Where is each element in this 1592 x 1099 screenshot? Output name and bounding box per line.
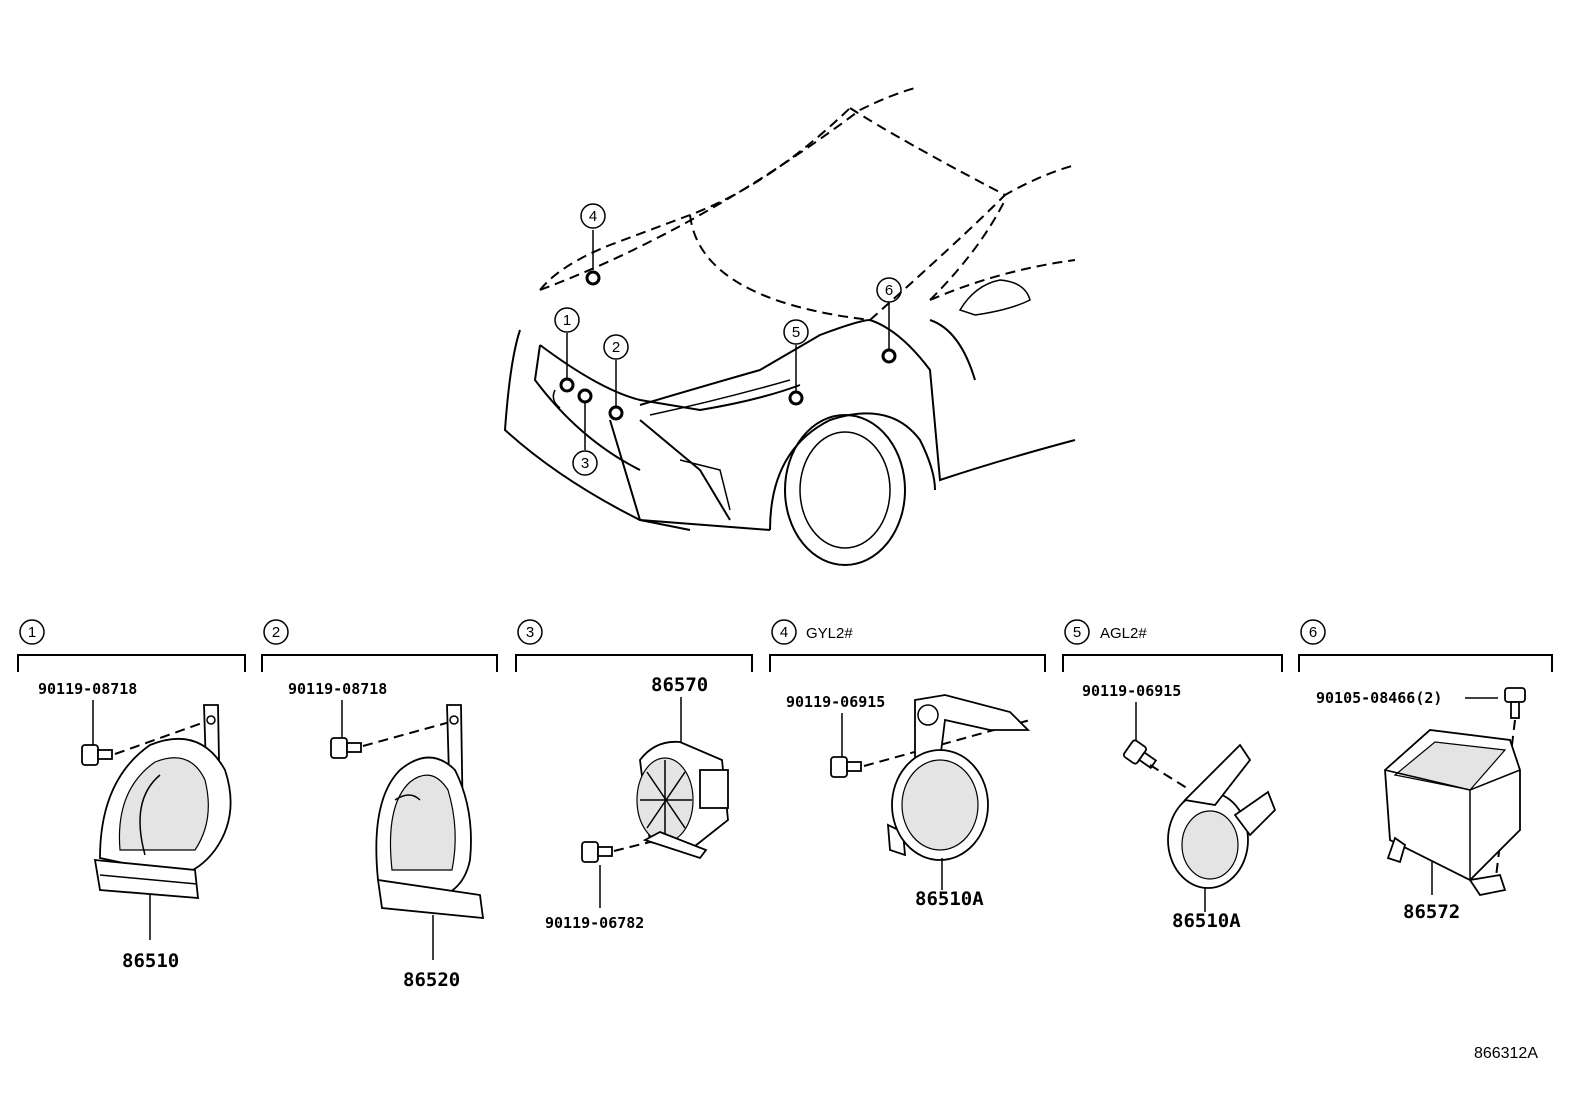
section-4-number: 4: [780, 624, 788, 641]
section-6-assembly: 90105-08466(2) 86572: [1316, 687, 1526, 923]
bolt-icon: [81, 744, 113, 766]
section-5-part-number: 86510A: [1172, 910, 1241, 932]
section-3-assembly: 86570 90119-06782: [545, 674, 729, 932]
callout-2-label: 2: [612, 339, 620, 356]
callout-6-label: 6: [885, 282, 893, 299]
bolt-icon: [330, 737, 362, 759]
bolt-icon: [1504, 687, 1526, 719]
callout-1-label: 1: [563, 312, 571, 329]
section-2-part-number: 86520: [403, 969, 460, 991]
section-1-part-number: 86510: [122, 950, 179, 972]
section-6-number: 6: [1309, 624, 1317, 641]
callout-3-label: 3: [581, 455, 589, 472]
section-3-number: 3: [526, 624, 534, 641]
section-headers: 1 2 3 4 GYL2# 5 AGL2# 6: [17, 619, 1553, 672]
callout-5-label: 5: [792, 324, 800, 341]
section-1-bolt-number: 90119-08718: [38, 680, 137, 698]
vehicle-outline: [503, 87, 1076, 566]
section-5-bolt-number: 90119-06915: [1082, 682, 1181, 700]
section-2-number: 2: [272, 624, 280, 641]
bolt-icon: [581, 841, 613, 863]
vehicle-callouts: 4 1 2 3 5 6: [554, 203, 902, 476]
section-6-bolt-number: 90105-08466(2): [1316, 689, 1442, 707]
section-4-part-number: 86510A: [915, 888, 984, 910]
section-3-bottom-number: 90119-06782: [545, 914, 644, 932]
bolt-icon: [830, 756, 862, 778]
section-5-condition: AGL2#: [1100, 625, 1147, 642]
section-5-number: 5: [1073, 624, 1081, 641]
section-6-part-number: 86572: [1403, 901, 1460, 923]
section-4-condition: GYL2#: [806, 625, 853, 642]
section-3-top-number: 86570: [651, 674, 708, 696]
section-4-assembly: 90119-06915 86510A: [786, 693, 1031, 910]
section-1-number: 1: [28, 624, 36, 641]
section-1-assembly: 90119-08718 86510: [38, 680, 232, 972]
section-5-assembly: 90119-06915 86510A: [1082, 682, 1277, 932]
section-4-bolt-number: 90119-06915: [786, 693, 885, 711]
section-2-bolt-number: 90119-08718: [288, 680, 387, 698]
section-2-assembly: 90119-08718 86520: [288, 680, 485, 991]
diagram-reference-code: 866312A: [1474, 1045, 1538, 1062]
bolt-icon: [1122, 739, 1158, 770]
callout-4-label: 4: [589, 208, 597, 225]
siren-grille-icon: [640, 760, 692, 840]
